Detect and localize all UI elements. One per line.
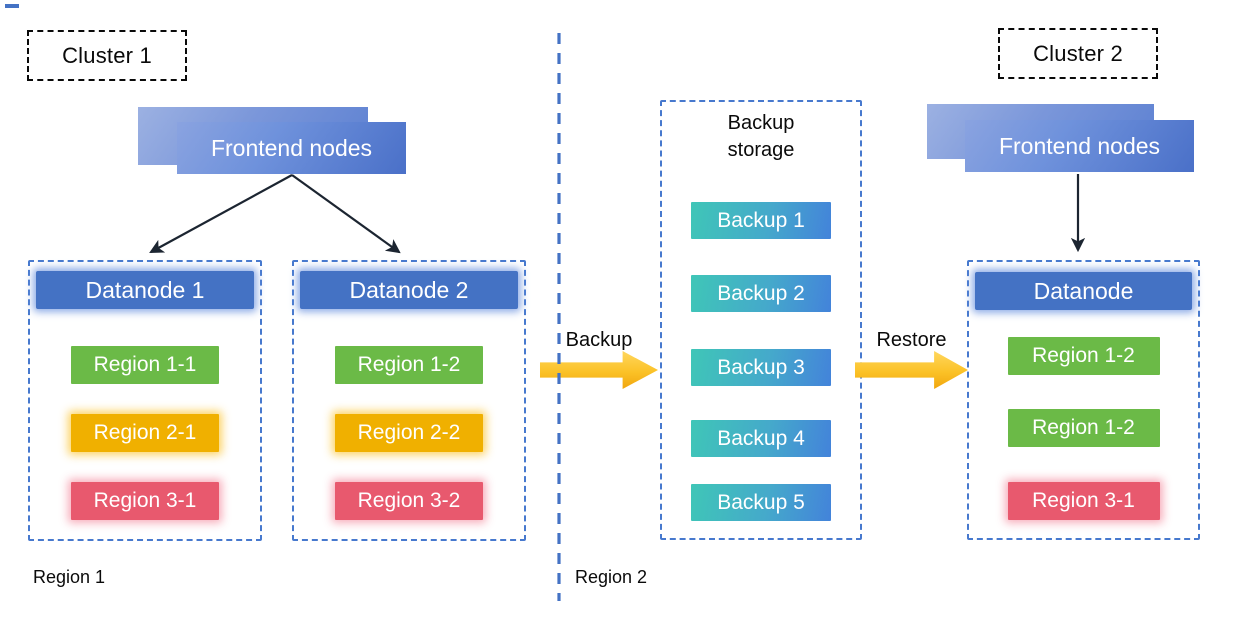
region1-zone-label: Region 1 [33, 567, 106, 587]
backup-flow-label: Backup [565, 329, 633, 351]
backup-3-box: Backup 3 [691, 349, 831, 386]
datanode1-container: Datanode 1 Region 1-1 Region 2-1 Region … [28, 260, 262, 541]
frontend-nodes-right-label: Frontend nodes [998, 132, 1161, 159]
backup-1-box: Backup 1 [691, 202, 831, 239]
backup-storage-title: Backup storage [727, 112, 795, 161]
arrow-frontend-to-datanode1 [149, 174, 293, 254]
frontend-nodes-left: Frontend nodes [177, 122, 406, 174]
region-3-2-box: Region 3-2 [335, 482, 483, 520]
restored-region-2-box: Region 1-2 [1007, 409, 1160, 447]
restored-region-3-box: Region 3-1 [1007, 482, 1160, 520]
datanode1-title: Datanode 1 [85, 276, 205, 303]
frontend-nodes-right: Frontend nodes [965, 120, 1194, 172]
cluster1-label-box: Cluster 1 [27, 30, 187, 81]
restored-datanode-container: Datanode Region 1-2 Region 1-2 Region 3-… [967, 260, 1200, 540]
cluster1-label: Cluster 1 [62, 42, 152, 68]
restored-datanode-header: Datanode [975, 272, 1192, 310]
frontend-nodes-left-label: Frontend nodes [210, 134, 373, 161]
cluster2-label-box: Cluster 2 [998, 28, 1158, 79]
arrow-frontend-to-datanode2 [291, 174, 401, 254]
restore-arrow [855, 351, 968, 389]
region-1-2-box: Region 1-2 [335, 346, 483, 384]
restore-flow-label: Restore [876, 329, 947, 351]
restored-region-1-box: Region 1-2 [1007, 337, 1160, 375]
datanode2-container: Datanode 2 Region 1-2 Region 2-2 Region … [292, 260, 526, 541]
frontend-to-datanode-arrows [149, 174, 1086, 254]
restored-datanode-title: Datanode [1033, 277, 1134, 304]
region-2-1-box: Region 2-1 [71, 414, 219, 452]
region2-zone-label: Region 2 [575, 567, 648, 587]
datanode1-header: Datanode 1 [36, 271, 254, 309]
backup-arrow [540, 351, 658, 389]
cluster2-label: Cluster 2 [1033, 40, 1123, 66]
backup-4-box: Backup 4 [691, 420, 831, 457]
datanode2-title: Datanode 2 [349, 276, 469, 303]
stray-border-dash [5, 4, 19, 8]
backup-storage-container: Backup storage Backup 1 Backup 2 Backup … [660, 100, 862, 540]
region-1-1-box: Region 1-1 [71, 346, 219, 384]
region-3-1-box: Region 3-1 [71, 482, 219, 520]
backup-2-box: Backup 2 [691, 275, 831, 312]
backup-5-box: Backup 5 [691, 484, 831, 521]
datanode2-header: Datanode 2 [300, 271, 518, 309]
region-2-2-box: Region 2-2 [335, 414, 483, 452]
